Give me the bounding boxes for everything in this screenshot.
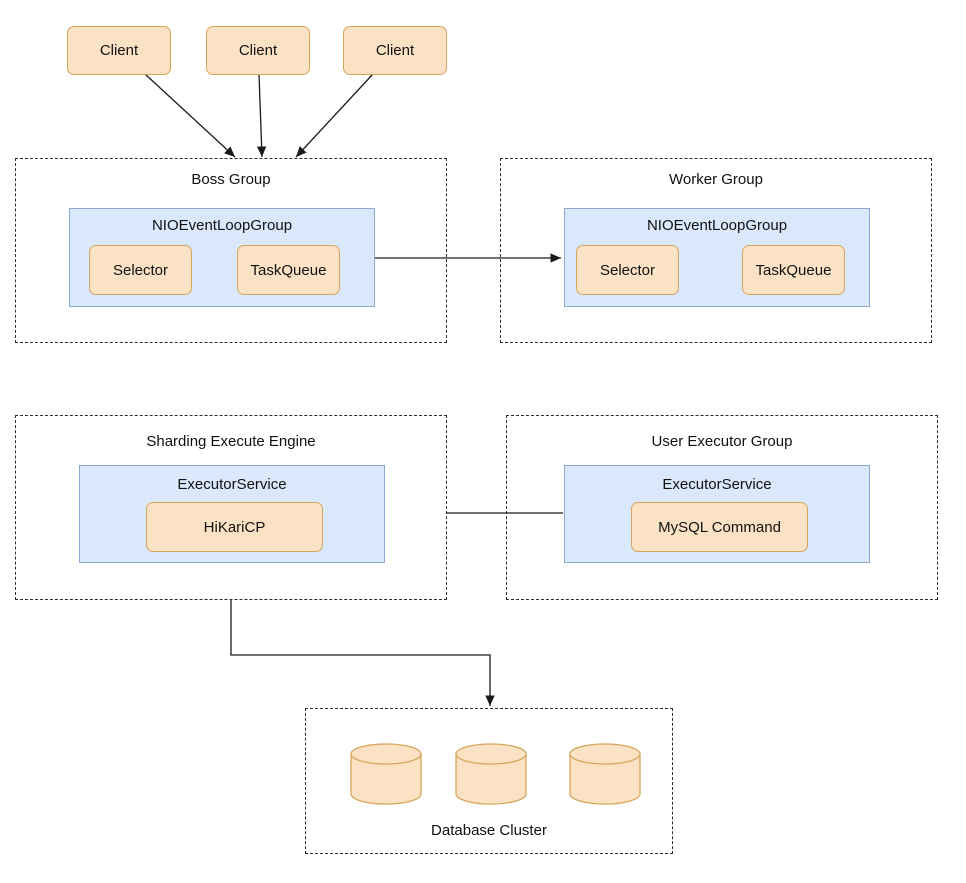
worker-nio-event-loop-group[interactable]: NIOEventLoopGroup Selector TaskQueue: [564, 208, 870, 307]
client-node[interactable]: Client: [343, 26, 447, 75]
database-cluster-title: Database Cluster: [431, 822, 547, 839]
client-node[interactable]: Client: [206, 26, 310, 75]
mysql-command-node[interactable]: MySQL Command: [631, 502, 808, 552]
worker-selector-label: Selector: [599, 261, 656, 279]
user-executor-service[interactable]: ExecutorService MySQL Command: [564, 465, 870, 563]
client-label: Client: [375, 42, 415, 59]
user-executor-service-title: ExecutorService: [662, 476, 772, 493]
worker-task-queue-label: TaskQueue: [755, 261, 832, 279]
sharding-executor-service-title: ExecutorService: [177, 476, 287, 493]
worker-selector[interactable]: Selector: [576, 245, 679, 295]
boss-selector-label: Selector: [112, 261, 169, 279]
sharding-executor-service[interactable]: ExecutorService HiKariCP: [79, 465, 385, 563]
database-icon[interactable]: [569, 743, 641, 805]
worker-task-queue[interactable]: TaskQueue: [742, 245, 845, 295]
user-executor-group-title: User Executor Group: [651, 433, 793, 450]
boss-task-queue-label: TaskQueue: [250, 261, 327, 279]
boss-group-title: Boss Group: [191, 171, 271, 188]
client-1-to-boss-arrow: [144, 73, 236, 158]
database-icon[interactable]: [455, 743, 527, 805]
boss-group-container[interactable]: Boss Group NIOEventLoopGroup Selector Ta…: [15, 158, 447, 343]
worker-group-title: Worker Group: [669, 171, 763, 188]
boss-nio-event-loop-group[interactable]: NIOEventLoopGroup Selector TaskQueue: [69, 208, 375, 307]
sharding-to-database-arrow: [230, 599, 495, 706]
client-3-to-boss-arrow: [295, 73, 374, 158]
worker-nio-event-loop-group-title: NIOEventLoopGroup: [646, 217, 788, 234]
sharding-execute-engine-container[interactable]: Sharding Execute Engine ExecutorService …: [15, 415, 447, 600]
boss-nio-event-loop-group-title: NIOEventLoopGroup: [151, 217, 293, 234]
client-label: Client: [238, 42, 278, 59]
database-icon[interactable]: [350, 743, 422, 805]
sharding-execute-engine-title: Sharding Execute Engine: [146, 433, 316, 450]
boss-selector[interactable]: Selector: [89, 245, 192, 295]
user-executor-group-container[interactable]: User Executor Group ExecutorService MySQ…: [506, 415, 938, 600]
worker-group-container[interactable]: Worker Group NIOEventLoopGroup Selector …: [500, 158, 932, 343]
hikaricp-node[interactable]: HiKariCP: [146, 502, 323, 552]
client-node[interactable]: Client: [67, 26, 171, 75]
client-2-to-boss-arrow: [256, 73, 267, 158]
hikaricp-label: HiKariCP: [203, 518, 266, 536]
database-cluster-container[interactable]: Database Cluster: [305, 708, 673, 854]
client-label: Client: [99, 42, 139, 59]
mysql-command-label: MySQL Command: [658, 518, 781, 536]
boss-task-queue[interactable]: TaskQueue: [237, 245, 340, 295]
